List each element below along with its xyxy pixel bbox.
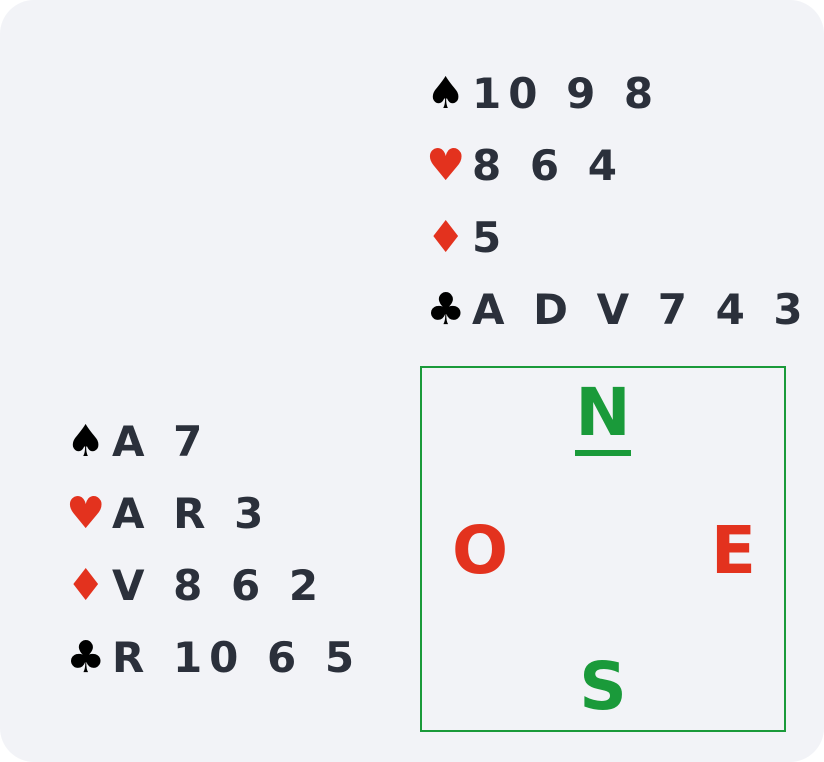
north-diamonds-cards: 5 — [472, 213, 509, 262]
north-spades-cards: 10 9 8 — [472, 69, 661, 118]
compass-west: O — [452, 512, 509, 589]
west-diamonds-cards: V 8 6 2 — [112, 561, 326, 610]
west-spades-cards: A 7 — [112, 417, 210, 466]
west-clubs-cards: R 10 6 5 — [112, 633, 362, 682]
west-spades-row: ♠ A 7 — [66, 406, 361, 478]
north-hearts-cards: 8 6 4 — [472, 141, 624, 190]
west-clubs-row: ♣ R 10 6 5 — [66, 622, 361, 694]
west-hearts-cards: A R 3 — [112, 489, 271, 538]
club-icon: ♣ — [66, 632, 106, 683]
compass-east: E — [710, 512, 756, 589]
club-icon: ♣ — [426, 284, 466, 335]
west-diamonds-row: ♦ V 8 6 2 — [66, 550, 361, 622]
diamond-icon: ♦ — [66, 560, 106, 611]
north-spades-row: ♠ 10 9 8 — [426, 58, 810, 130]
compass-north-label: N — [575, 380, 631, 456]
heart-icon: ♥ — [66, 488, 106, 539]
north-hearts-row: ♥ 8 6 4 — [426, 130, 810, 202]
west-hand: ♠ A 7 ♥ A R 3 ♦ V 8 6 2 ♣ R 10 6 5 — [66, 406, 361, 694]
diamond-icon: ♦ — [426, 212, 466, 263]
compass-south: S — [579, 648, 627, 725]
north-clubs-cards: A D V 7 4 3 — [472, 285, 810, 334]
heart-icon: ♥ — [426, 140, 466, 191]
compass-box: N O E S — [420, 366, 786, 732]
north-hand: ♠ 10 9 8 ♥ 8 6 4 ♦ 5 ♣ A D V 7 4 3 — [426, 58, 810, 346]
spade-icon: ♠ — [426, 68, 466, 119]
north-diamonds-row: ♦ 5 — [426, 202, 810, 274]
compass-north: N — [422, 380, 784, 456]
spade-icon: ♠ — [66, 416, 106, 467]
north-clubs-row: ♣ A D V 7 4 3 — [426, 274, 810, 346]
west-hearts-row: ♥ A R 3 — [66, 478, 361, 550]
